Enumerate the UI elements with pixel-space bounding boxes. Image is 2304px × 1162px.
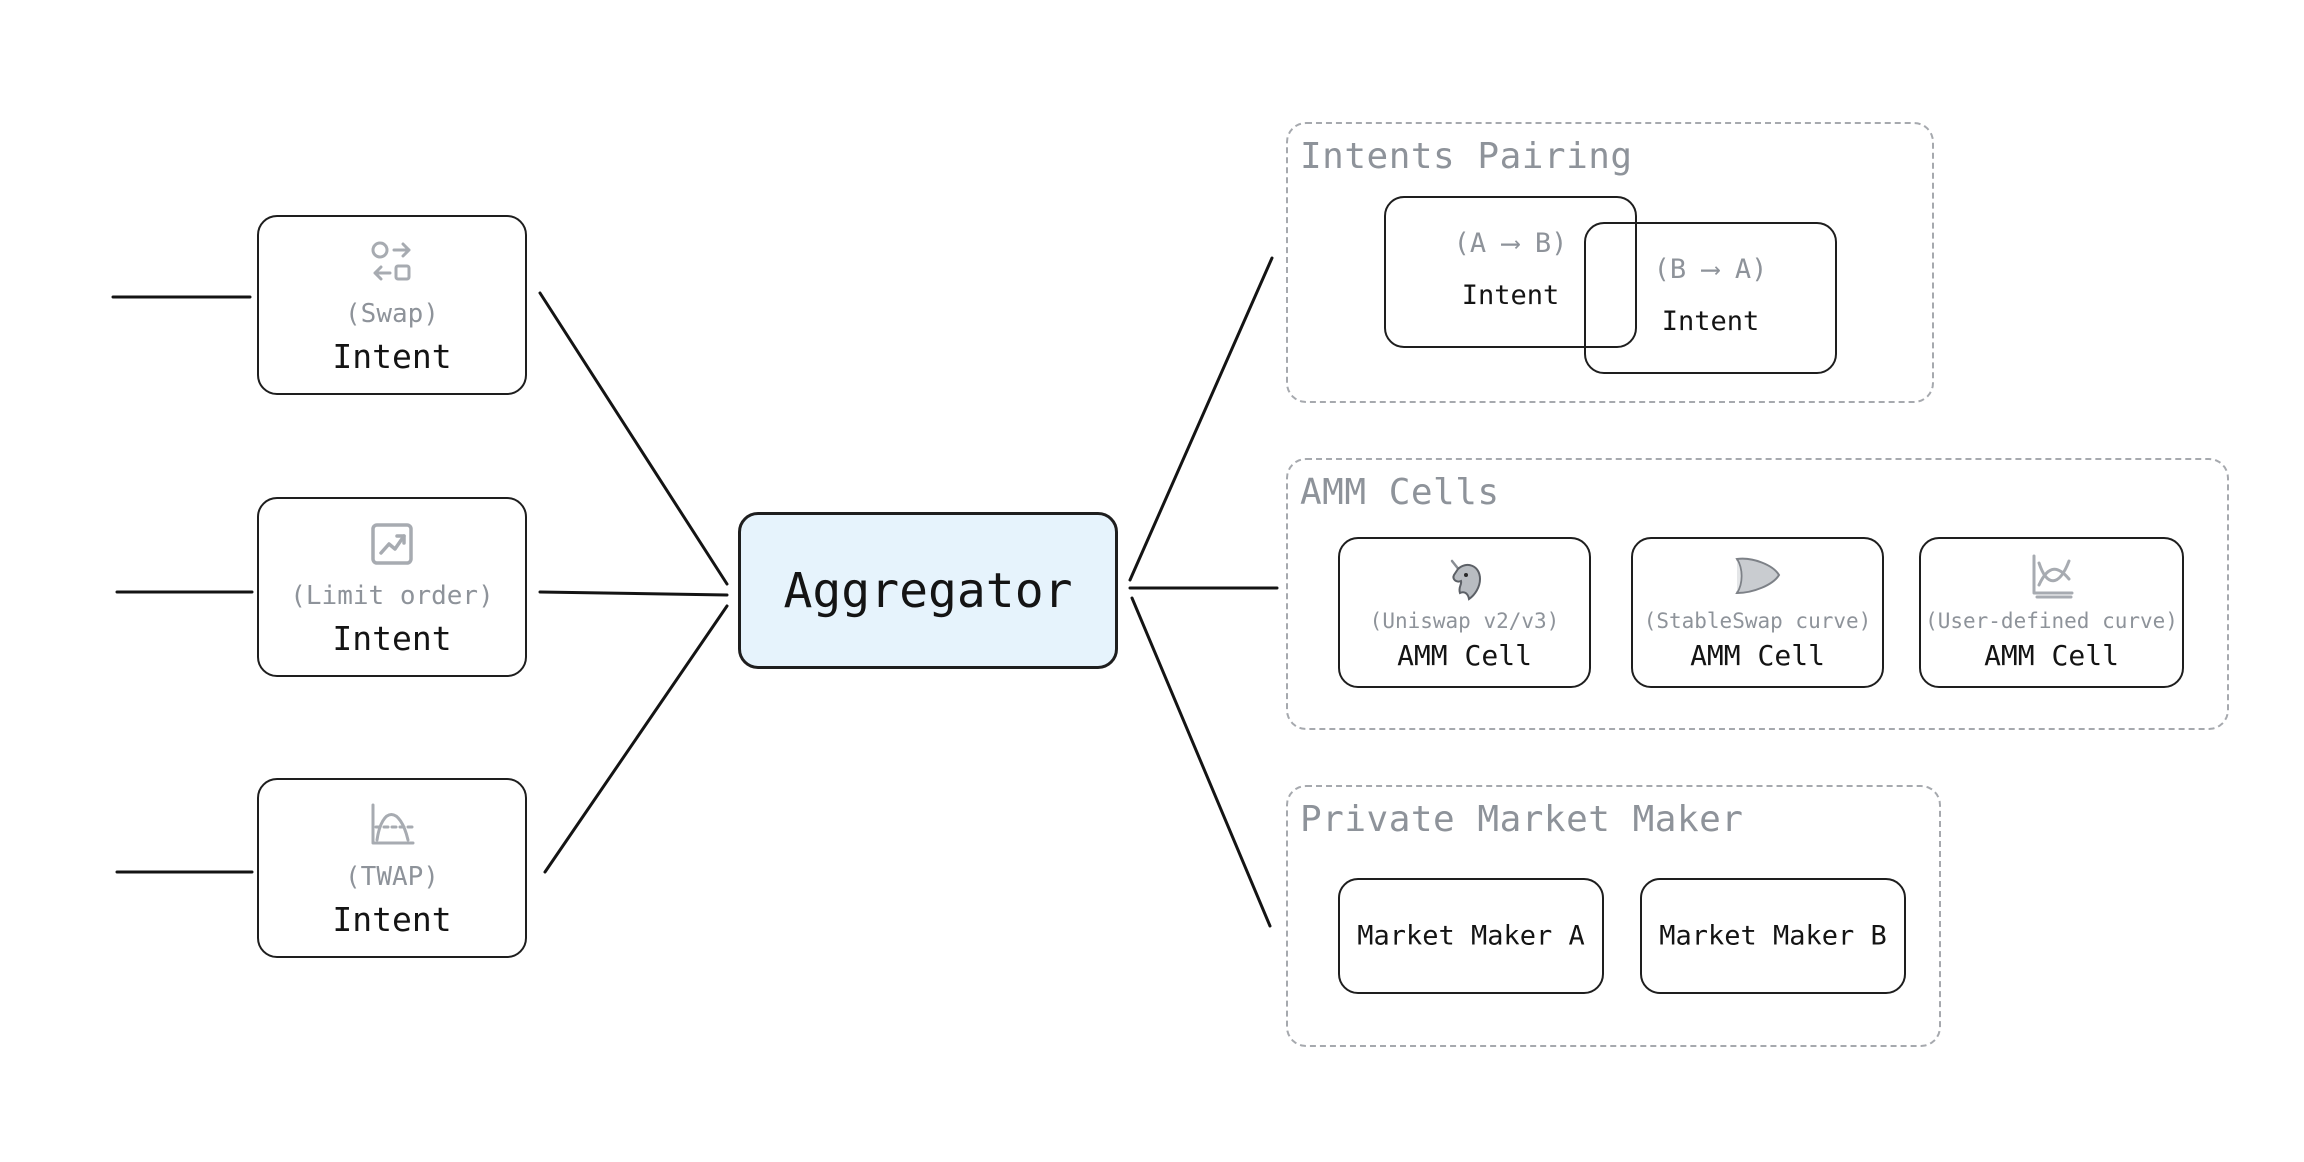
pairing-intent-b-to-a[interactable]: (B ⟶ A) Intent [1584,222,1837,374]
intent-type-label: (TWAP) [345,862,439,892]
amm-type-label: (User-defined curve) [1925,609,2178,633]
amm-cell-uniswap[interactable]: (Uniswap v2/v3) AMM Cell [1338,537,1591,688]
amm-type-label: (Uniswap v2/v3) [1369,609,1560,633]
market-maker-a-card[interactable]: Market Maker A [1338,878,1604,994]
connector-aggregator-to-intents-pairing [1128,256,1274,582]
private-market-maker-group: Private Market Maker [1286,785,1941,1047]
twap-intent-card[interactable]: (TWAP) Intent [257,778,527,958]
curve-cone-logo-icon [1733,553,1783,603]
intent-type-label: (Swap) [345,299,439,329]
intent-label: Intent [332,337,452,376]
amm-cell-user-defined[interactable]: (User-defined curve) AMM Cell [1919,537,2184,688]
aggregator-label: Aggregator [783,562,1073,619]
right-arrow-icon: ⟶ [1702,254,1719,285]
curve-chart-icon [368,802,416,852]
group-title: AMM Cells [1300,472,1500,513]
custom-curve-chart-icon [2029,553,2075,603]
intent-type-label: (Limit order) [290,581,494,611]
intent-label: Intent [1661,306,1760,337]
amm-cell-label: AMM Cell [1690,639,1825,672]
connector-limit-to-aggregator [538,590,729,597]
intent-label: Intent [1461,280,1560,311]
group-title: Intents Pairing [1300,136,1633,177]
amm-cells-group: AMM Cells [1286,458,2229,730]
intent-label: Intent [332,900,452,939]
trend-chart-icon [369,521,415,571]
amm-cell-label: AMM Cell [1397,639,1532,672]
intent-label: Intent [332,619,452,658]
market-maker-label: Market Maker B [1659,920,1887,952]
unicorn-logo-icon [1442,553,1488,607]
amm-cell-stableswap[interactable]: (StableSwap curve) AMM Cell [1631,537,1884,688]
intents-pairing-group: Intents Pairing [1286,122,1934,403]
right-arrow-icon: ⟶ [1502,228,1519,259]
pair-direction: (B ⟶ A) [1653,254,1768,285]
limit-order-intent-card[interactable]: (Limit order) Intent [257,497,527,677]
amm-type-label: (StableSwap curve) [1643,609,1872,633]
swap-intent-card[interactable]: (Swap) Intent [257,215,527,395]
connector-swap-to-aggregator [538,291,729,586]
market-maker-b-card[interactable]: Market Maker B [1640,878,1906,994]
market-maker-label: Market Maker A [1357,920,1585,952]
aggregator-node[interactable]: Aggregator [738,512,1118,669]
swap-arrows-icon [369,239,415,289]
connector-twap-to-aggregator [543,604,729,874]
amm-cell-label: AMM Cell [1984,639,2119,672]
connector-aggregator-to-market-makers [1130,596,1272,928]
group-title: Private Market Maker [1300,799,1744,840]
pairing-intent-a-to-b[interactable]: (A ⟶ B) Intent [1384,196,1637,348]
pair-direction: (A ⟶ B) [1453,228,1568,259]
